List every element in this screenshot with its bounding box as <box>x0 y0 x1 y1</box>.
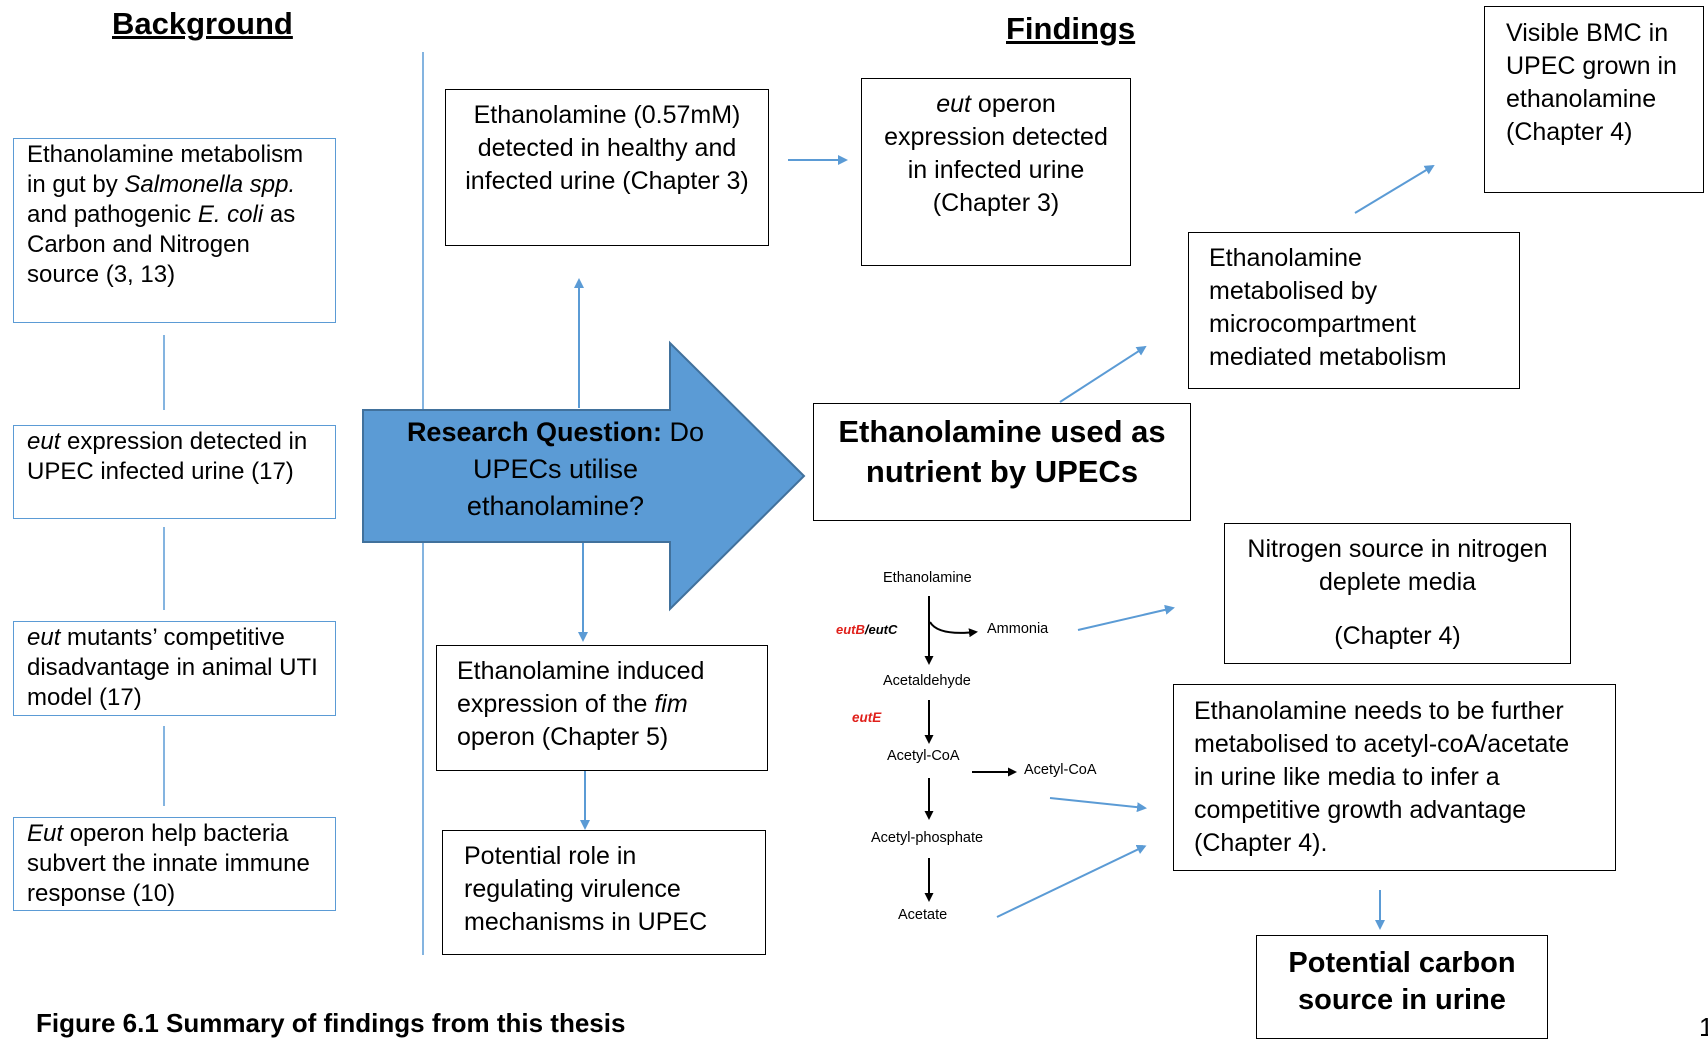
bg4-text-b: operon help bacteria subvert the innate … <box>27 820 310 907</box>
box-virulence: Potential role in regulating virulence m… <box>442 830 766 955</box>
figure-caption: Figure 6.1 Summary of findings from this… <box>36 1008 626 1038</box>
pathway-acetylcoa-out: Acetyl-CoA <box>1024 762 1097 778</box>
pathway-acetylphosphate: Acetyl-phosphate <box>871 830 984 846</box>
box-carbon-source: Potential carbon source in urine <box>1256 935 1548 1039</box>
enzyme-eutb: eutB <box>836 622 865 637</box>
eut-operon-italic: eut <box>936 90 971 118</box>
research-question-label: Research Question: <box>406 417 663 447</box>
box-eut-operon: eut operon expression detected in infect… <box>861 78 1131 266</box>
box-nitrogen: Nitrogen source in nitrogen deplete medi… <box>1224 523 1571 664</box>
pathway-enzyme-eutbc: eutB/eutC <box>836 622 897 637</box>
bg4-text-a: Eut <box>27 820 64 847</box>
heading-background: Background <box>112 6 293 41</box>
box-acetate-requirement: Ethanolamine needs to be further metabol… <box>1173 684 1616 871</box>
bg1-text-d: E. coli <box>197 201 264 228</box>
pathway-acetate: Acetate <box>898 907 948 923</box>
box-detected-urine: Ethanolamine (0.57mM) detected in health… <box>445 89 769 246</box>
pathway-enzyme-eute: eutE <box>852 710 882 725</box>
nitrogen-line2: (Chapter 4) <box>1334 622 1461 650</box>
pathway-ethanolamine: Ethanolamine <box>883 570 972 586</box>
fim-text-b: operon (Chapter 5) <box>457 723 669 751</box>
arrow-to-microcompartment <box>1059 345 1147 403</box>
enzyme-eutc: eutC <box>868 622 898 637</box>
research-question-text: Research Question: Do UPECs utilise etha… <box>383 414 728 525</box>
pathway-acetaldehyde: Acetaldehyde <box>883 673 971 689</box>
background-box-2: eut expression detected in UPEC infected… <box>13 425 336 519</box>
research-question-arrow <box>362 340 806 612</box>
fim-text-a: Ethanolamine induced expression of the <box>457 657 705 718</box>
pathway-ammonia: Ammonia <box>987 621 1049 637</box>
pathway-arrow-ammonia <box>929 621 978 638</box>
arrow-to-visible-bmc <box>1354 164 1435 214</box>
heading-findings: Findings <box>1006 11 1136 46</box>
box-microcompartment: Ethanolamine metabolised by microcompart… <box>1188 232 1520 389</box>
arrow-acetate-to-acetate-box <box>996 844 1147 918</box>
bg1-text-c: and pathogenic <box>27 201 198 228</box>
box-visible-bmc: Visible BMC in UPEC grown in ethanolamin… <box>1484 6 1704 193</box>
nitrogen-line1: Nitrogen source in nitrogen deplete medi… <box>1247 535 1548 596</box>
page-number: 1 <box>1699 1012 1708 1042</box>
eut-operon-rest: operon expression detected in infected u… <box>884 90 1108 217</box>
bg3-text-b: mutants’ competitive disadvantage in ani… <box>27 624 318 711</box>
bg1-text-e: as Carbon and Nitrogen source (3, 13) <box>27 201 296 288</box>
research-question-body: Do UPECs utilise ethanolamine? <box>466 417 705 521</box>
background-box-4: Eut operon help bacteria subvert the inn… <box>13 817 336 911</box>
arrow-to-nitrogen <box>1077 604 1175 631</box>
pathway-acetylcoa: Acetyl-CoA <box>887 748 960 764</box>
bg2-text-a: eut <box>27 428 61 455</box>
background-box-3: eut mutants’ competitive disadvantage in… <box>13 621 336 716</box>
fim-text-italic: fim <box>654 690 688 718</box>
bg1-text-b: Salmonella spp. <box>124 171 296 198</box>
box-main-finding: Ethanolamine used as nutrient by UPECs <box>813 403 1191 521</box>
enzyme-slash: / <box>864 622 869 637</box>
bg3-text-a: eut <box>27 624 61 651</box>
background-box-1: Ethanolamine metabolism in gut by Salmon… <box>13 138 336 323</box>
box-fim-operon: Ethanolamine induced expression of the f… <box>436 645 768 771</box>
bg1-text-a: Ethanolamine metabolism in gut by <box>27 141 304 198</box>
bg2-text-b: expression detected in UPEC infected uri… <box>27 428 308 485</box>
arrow-acetylcoa-to-acetate-box <box>1049 797 1147 813</box>
